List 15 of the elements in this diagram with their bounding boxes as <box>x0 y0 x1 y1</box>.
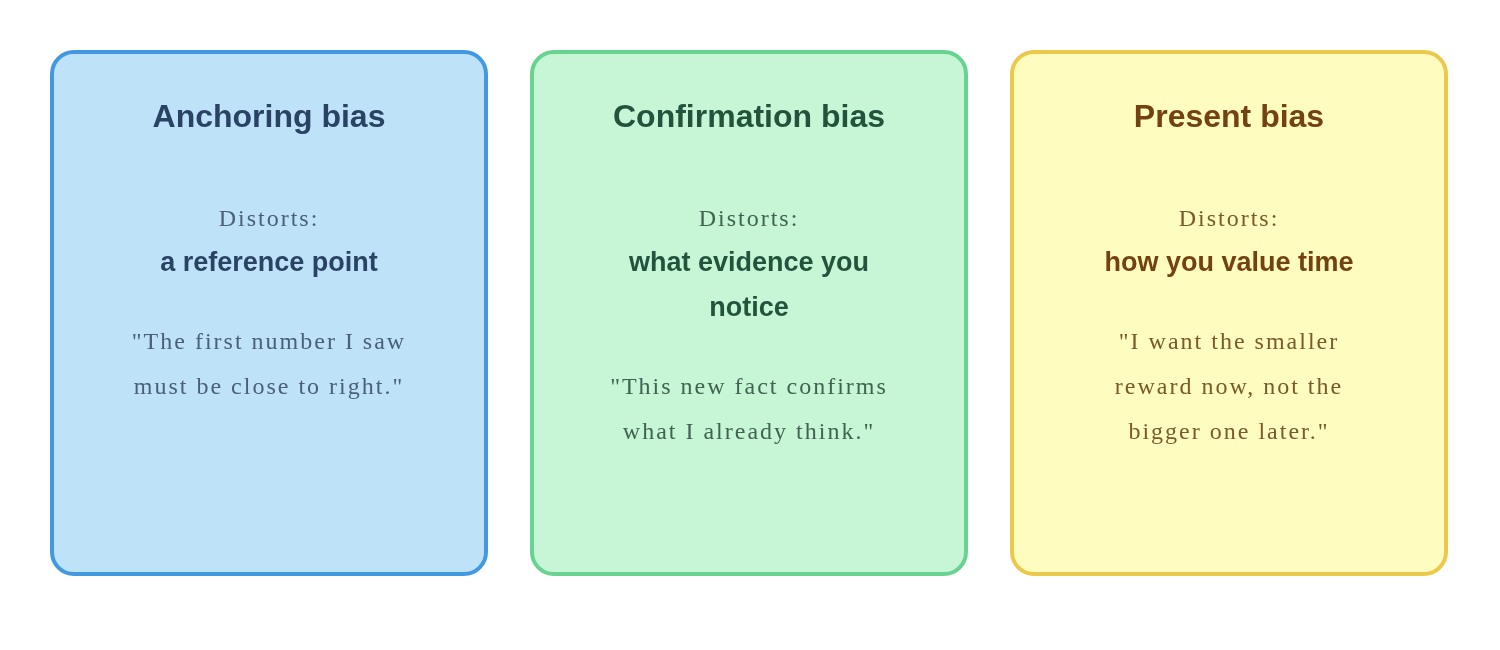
distorted-target: a reference point <box>159 246 379 279</box>
bias-card <box>1010 50 1448 576</box>
card-heading: Confirmation bias <box>613 97 885 136</box>
distorted-target: what evidence you notice <box>627 246 871 324</box>
distorts-label: Distorts: <box>698 204 800 233</box>
distorts-label: Distorts: <box>1178 204 1280 233</box>
example-quote: "The first number I saw must be close to right." <box>130 327 408 401</box>
card-heading: Present bias <box>1133 97 1325 136</box>
example-quote: "I want the smaller reward now, not the bigger one later." <box>1113 327 1345 446</box>
distorted-target: how you value time <box>1103 246 1355 279</box>
bias-card <box>530 50 968 576</box>
distorts-label: Distorts: <box>218 204 320 233</box>
card-heading: Anchoring bias <box>152 97 386 136</box>
bias-card <box>50 50 488 576</box>
example-quote: "This new fact confirms what I already think." <box>609 372 889 446</box>
